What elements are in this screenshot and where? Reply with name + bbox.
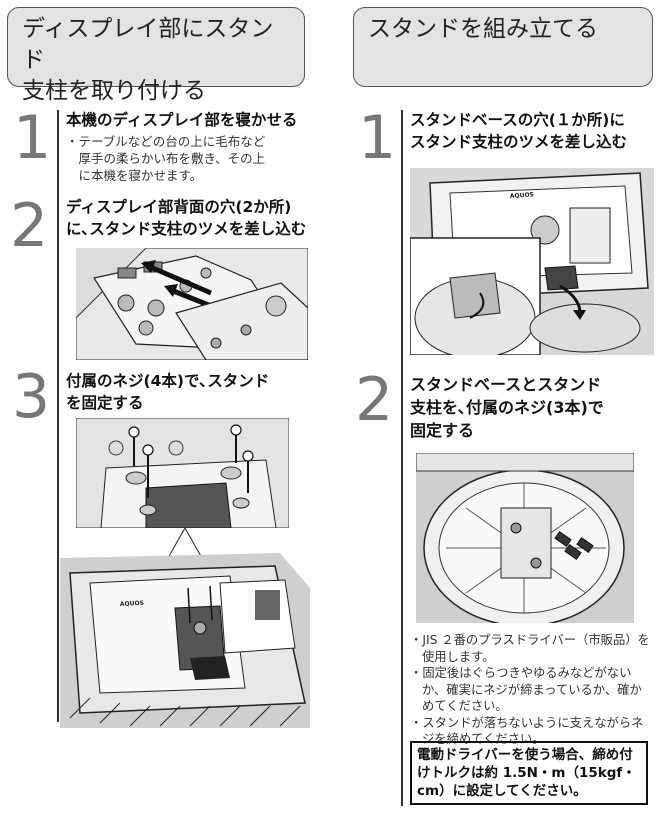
step-number: 2 (355, 365, 394, 435)
illustration-screw-stand-base (416, 453, 634, 623)
step-title: スタンドベースの穴(１か所)に スタンド支柱のツメを差し込む (410, 111, 628, 151)
step-divider-line (401, 110, 403, 806)
illustration-insert-stand-tabs (76, 248, 308, 360)
step-title: 付属のネジ(4本)で､スタンド を固定する (66, 372, 270, 412)
illustration-insert-column-into-base: AQUOS (410, 168, 654, 355)
assembly-notes: JIS ２番のプラスドライバー（市販品）を使用します。 固定後はぐらつきやゆるみ… (410, 632, 650, 748)
step-number: 3 (12, 362, 51, 432)
step-title: スタンドベースとスタンド 支柱を､付属のネジ(3本)で 固定する (410, 375, 604, 440)
step-number: 2 (10, 191, 49, 261)
step-divider-line (57, 110, 59, 722)
section-title-assemble-stand: スタンドを組み立てる (353, 7, 653, 87)
step-number: 1 (358, 103, 397, 173)
step-note: ・テーブルなどの台の上に毛布など 厚手の柔らかい布を敷き、その上 に本機を寝かせ… (66, 134, 266, 183)
step-title: 本機のディスプレイ部を寝かせる (66, 111, 298, 129)
illustration-screw-holes-closeup (76, 418, 289, 528)
illustration-tv-with-stand-column: AQUOS (60, 528, 310, 728)
section-title-text: スタンドを組み立てる (368, 16, 598, 42)
brand-logo-text: AQUOS (120, 600, 144, 608)
note-item: JIS ２番のプラスドライバー（市販品）を使用します。 (410, 632, 650, 665)
step-number: 1 (13, 103, 52, 173)
section-title-attach-stand-column: ディスプレイ部にスタンド 支柱を取り付ける (7, 7, 305, 104)
step-title: ディスプレイ部背面の穴(2か所) に､スタンド支柱のツメを差し込む (66, 198, 307, 238)
note-item: 固定後はぐらつきやゆるみなどがないか、確実にネジが締まっているか、確かめてくださ… (410, 665, 650, 715)
brand-logo-text: AQUOS (510, 191, 534, 200)
torque-warning-box: 電動ドライバーを使う場合、締め付けトルクは約 1.5N・m（15kgf・cm）に… (410, 741, 648, 805)
section-title-text: ディスプレイ部にスタンド 支柱を取り付ける (22, 16, 274, 104)
